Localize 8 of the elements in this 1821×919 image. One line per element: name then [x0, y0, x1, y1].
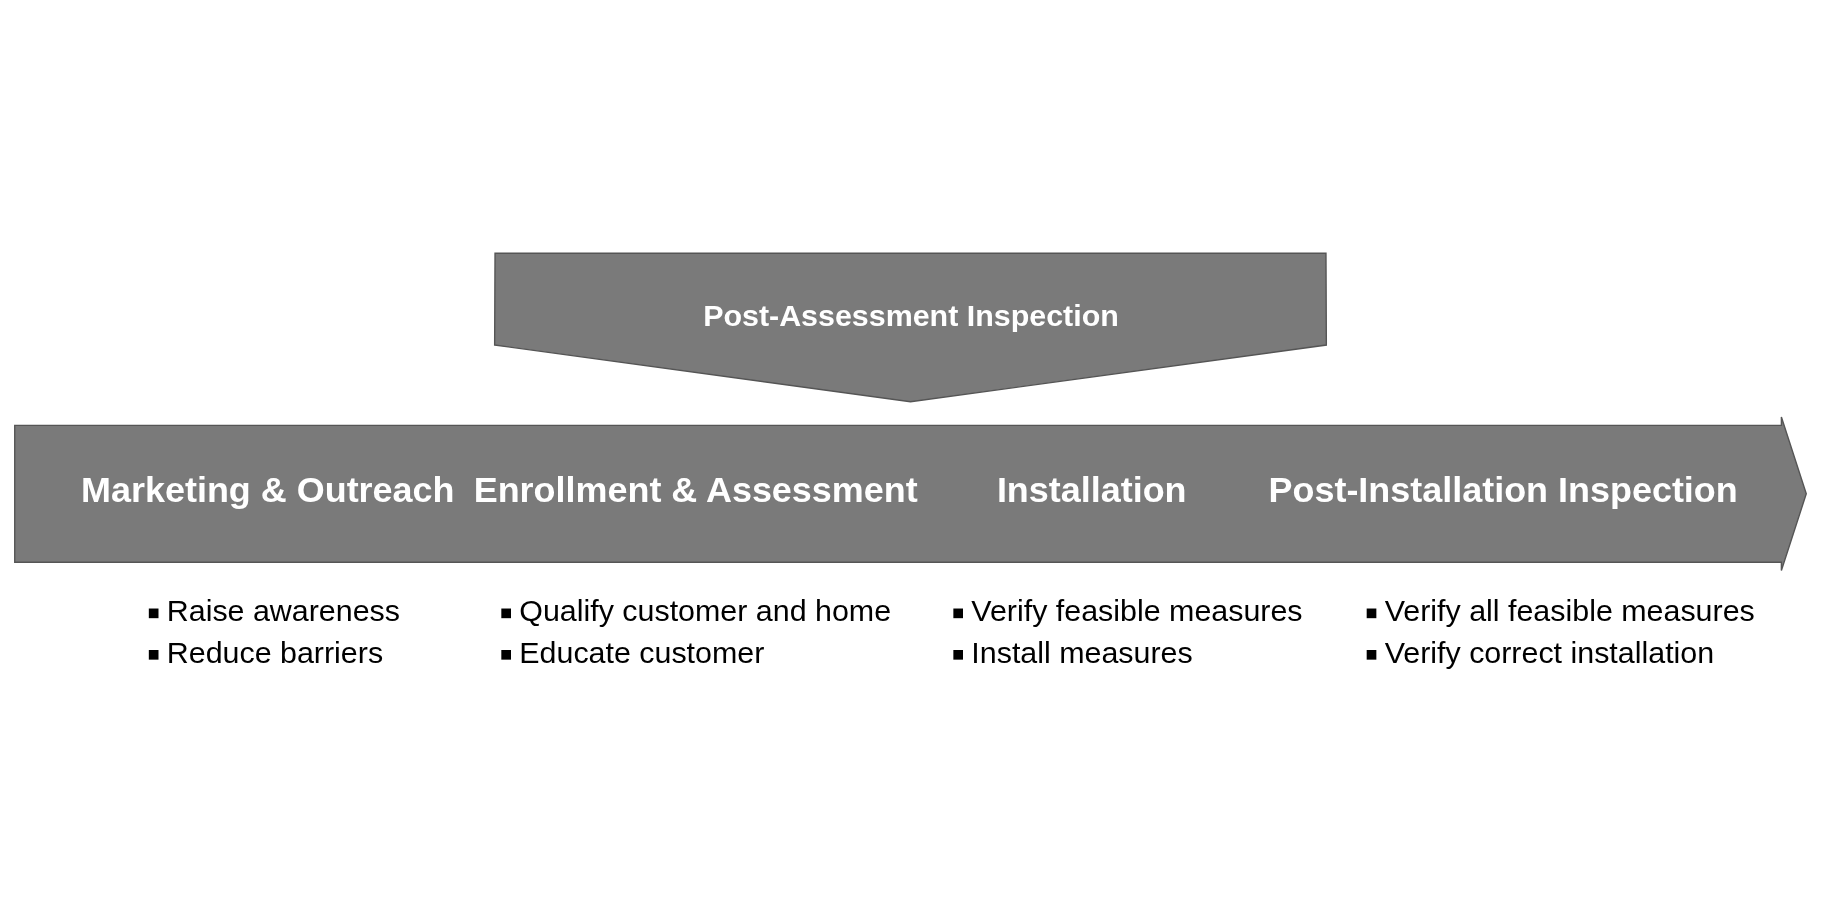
label: Install measures	[971, 634, 1193, 669]
label: Verify feasible measures	[971, 592, 1303, 627]
label: Educate customer	[519, 634, 765, 669]
label: Raise awareness	[166, 592, 401, 627]
label: Verify all feasible measures	[1384, 592, 1755, 627]
label: Verify correct installation	[1384, 634, 1715, 669]
label: Qualify customer and home	[519, 592, 892, 627]
label: Reduce barriers	[166, 634, 384, 669]
